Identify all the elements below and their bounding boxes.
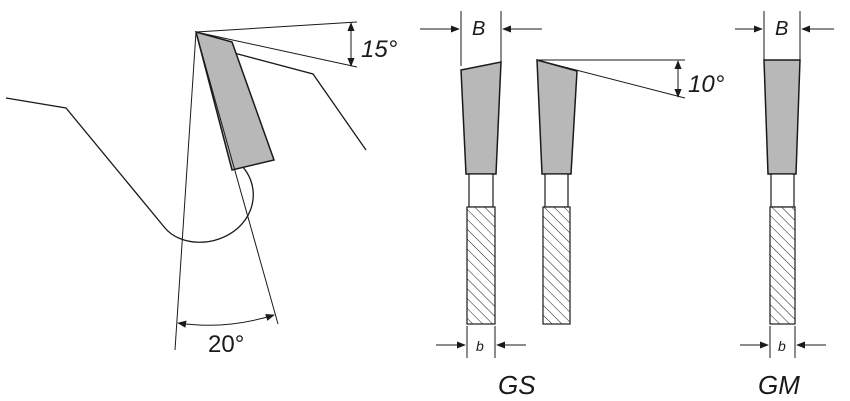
gm-neck [770,173,795,208]
gm-profile-name: GM [758,370,800,400]
clearance-line [195,31,279,325]
clearance-angle-label: 20° [208,331,244,358]
radial-line [174,31,197,351]
gs-side-neck [544,173,569,208]
gs-angle-ref-slope [536,59,686,99]
gs-profile-name: GS [498,370,536,400]
blade-outline [5,97,254,243]
gm-tip [763,59,801,175]
gs-tooth-width-label: B [472,18,485,40]
carbide-tip [194,30,275,171]
gs-side-angle-label: 10° [688,71,725,98]
clearance-angle-dimension [177,313,275,328]
gs-body-width-label: b [476,338,484,354]
gs-front-tip [460,61,502,175]
gs-side-tip [536,59,578,175]
rake-angle-label: 15° [361,36,398,63]
gs-front-neck [468,173,494,208]
gs-side-body [542,206,571,325]
rake-face-line [195,31,358,68]
gm-body [769,206,796,325]
gs-front-body [466,206,496,325]
gs-profile: B 10° b GS [420,11,725,400]
gm-body-width-label: b [778,338,786,354]
gm-profile: B b GM [735,11,834,400]
gm-tooth-width-label: B [775,18,788,40]
side-view: 15° 20° [5,21,398,358]
tooth-back-line [233,52,367,151]
rake-reference-line [195,21,358,33]
